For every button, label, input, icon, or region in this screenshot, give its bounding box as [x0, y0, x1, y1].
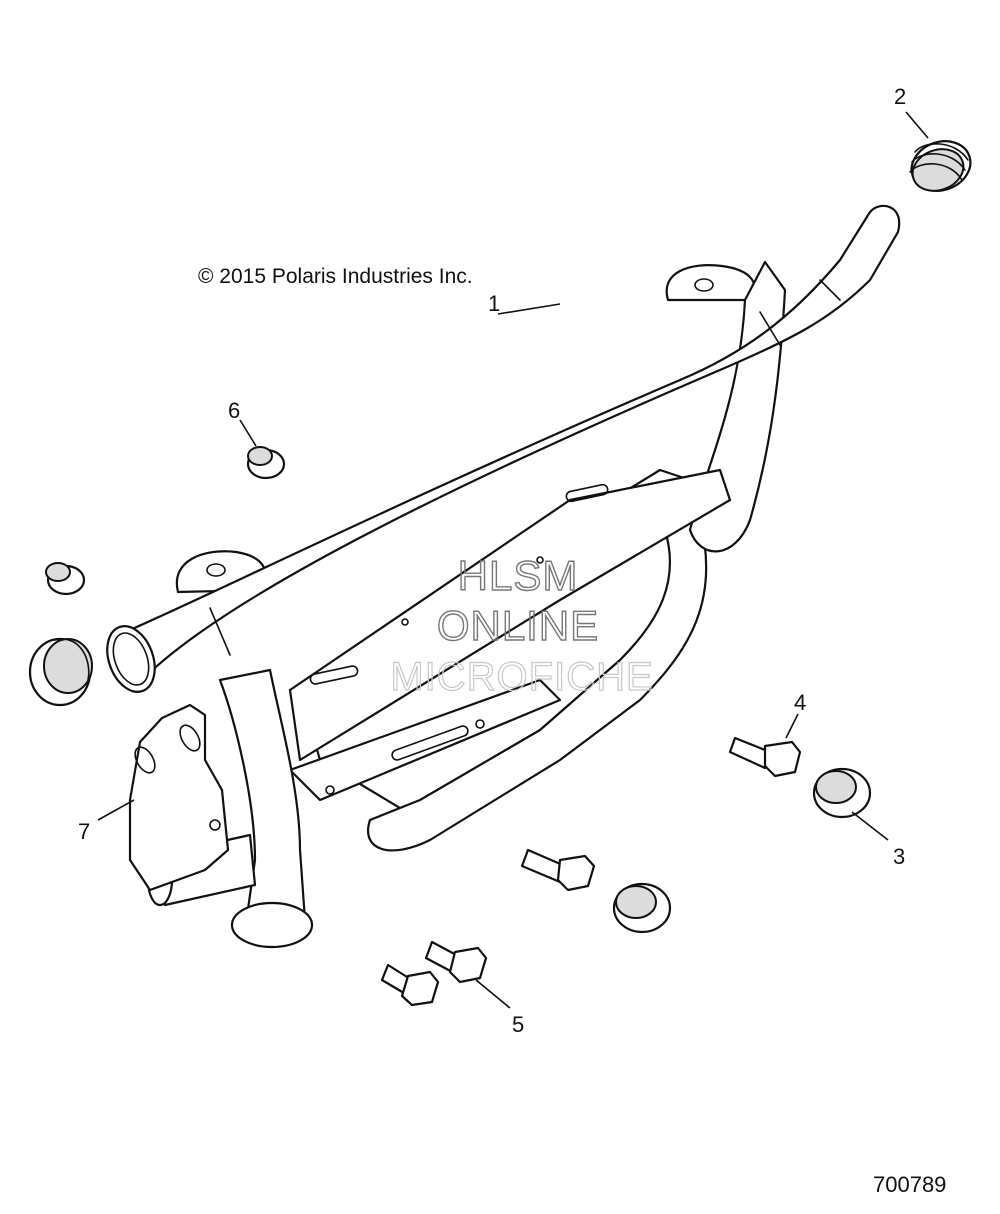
callout-2: 2	[894, 84, 906, 109]
mounting-bracket	[128, 703, 230, 892]
callout-4: 4	[794, 690, 806, 715]
callout-3: 3	[893, 844, 905, 869]
cap-lower	[612, 882, 672, 934]
bolt-center	[520, 848, 596, 892]
bolt-5b	[380, 963, 440, 1007]
figure-number: 700789	[873, 1172, 946, 1197]
watermark: HLSM ONLINE MICROFICHE	[390, 551, 654, 699]
copyright-notice: © 2015 Polaris Industries Inc.	[198, 265, 473, 288]
watermark-line-1: HLSM	[458, 552, 579, 599]
leader-lines	[97, 111, 929, 1009]
callout-1: 1	[488, 291, 500, 316]
callout-6: 6	[228, 398, 240, 423]
bolt-4	[728, 736, 802, 778]
callout-7: 7	[78, 819, 90, 844]
watermark-line-3: MICROFICHE	[390, 655, 653, 699]
plug-small-6	[246, 446, 286, 480]
end-cap-left	[28, 637, 93, 707]
end-cap-2	[909, 140, 972, 192]
callout-5: 5	[512, 1012, 524, 1037]
plug-small-left	[45, 562, 86, 596]
watermark-line-2: ONLINE	[437, 602, 599, 649]
cap-3	[812, 767, 872, 819]
bumper-frame	[106, 204, 901, 949]
bolt-5a	[424, 940, 488, 984]
